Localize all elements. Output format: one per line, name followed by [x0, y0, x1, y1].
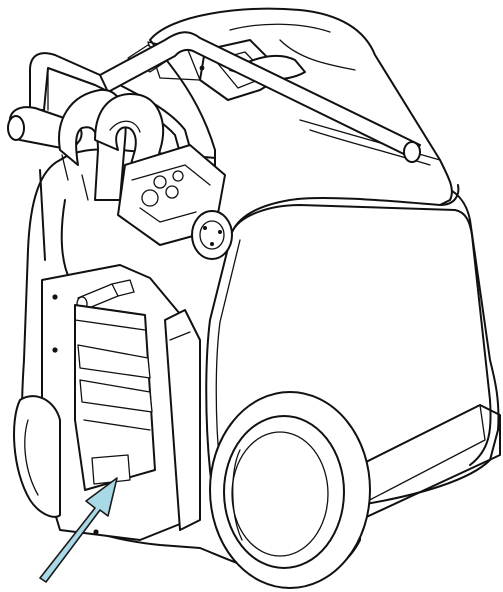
arrow-up-right-icon [39, 477, 118, 583]
callout-arrow [39, 477, 118, 583]
rear-wheel [209, 391, 371, 589]
control-module [117, 144, 233, 260]
filter-cartridge [74, 304, 156, 491]
left-wheel [13, 395, 61, 518]
side-bracket [164, 309, 201, 531]
